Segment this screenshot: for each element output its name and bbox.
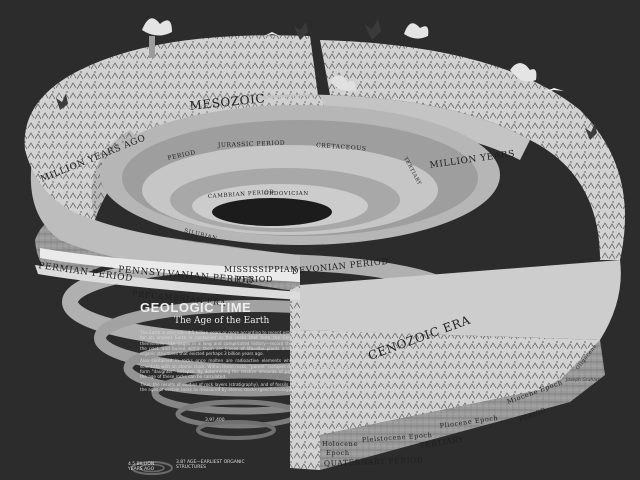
age-mark-note: 3,9?,400 — [205, 418, 225, 423]
intro-paragraph-3: Thus, the results of studies of rock lay… — [140, 381, 350, 392]
label-mississippian-period: PERIOD — [236, 275, 273, 284]
decorative-flora-fauna — [56, 19, 597, 140]
artist-signature: Joseph Graham — [566, 378, 601, 383]
label-cretaceous: CRETACEOUS — [316, 142, 367, 153]
earliest-structures-note: 3.8? AGE—EARLIEST ORGANIC STRUCTURES — [176, 460, 245, 470]
intro-paragraph-2: Also contained in rocks once molten are … — [140, 358, 350, 380]
band-side-faces — [35, 248, 300, 300]
label-holocene: Holocene — [322, 440, 358, 448]
label-holocene-epoch: Epoch — [326, 449, 350, 457]
title-block: GEOLOGIC TIME The Age of the Earth The E… — [140, 300, 350, 394]
volcano-plumes — [142, 18, 537, 91]
label-ordovician: ORDOVICIAN — [264, 191, 309, 197]
page-title: GEOLOGIC TIME — [140, 300, 252, 315]
cenozoic-band — [290, 40, 625, 470]
label-quaternary: QUATERNARY PERIOD — [324, 456, 424, 468]
label-jurassic: JURASSIC PERIOD — [217, 140, 286, 149]
label-mississippian: MISSISSIPPIAN — [224, 265, 298, 274]
label-cambrian: CAMBRIAN PERIOD — [208, 189, 275, 200]
intro-paragraph-1: The Earth is very old—4.5 billion years … — [140, 330, 350, 357]
inner-spiral-rings — [100, 105, 500, 245]
billion-years-note: 4.5 BILLION YEARS AGO — [128, 462, 155, 472]
page-subtitle: The Age of the Earth — [174, 316, 270, 326]
